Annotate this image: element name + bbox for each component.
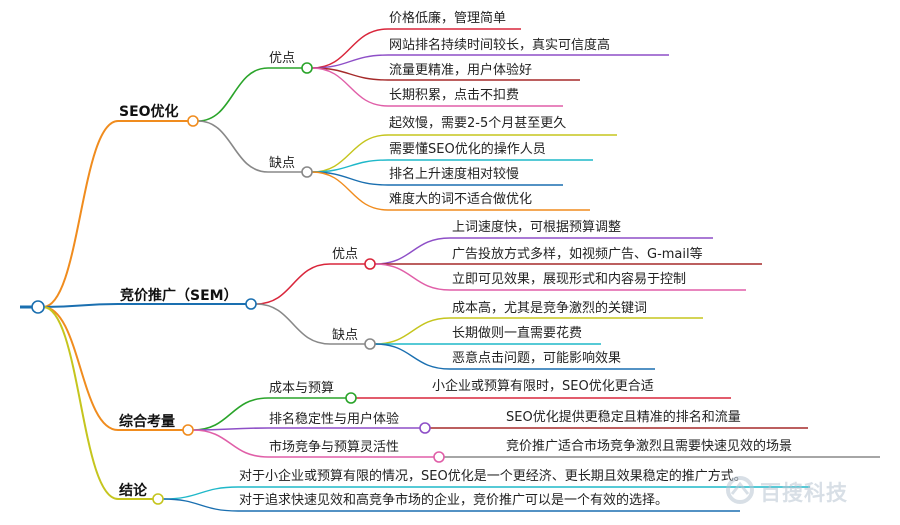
sub-branch-connector [192, 397, 269, 431]
seo-pro-item: 长期积累，点击不扣费 [389, 88, 520, 103]
consideration-market-label: 市场竞争与预算灵活性 [269, 440, 400, 455]
sem-con-item: 成本高，尤其是竞争激烈的关键词 [452, 301, 648, 316]
branch-sem-label: 竞价推广（SEM） [120, 288, 238, 304]
branch-conclusion-label: 结论 [119, 483, 147, 499]
main-branch-connector [42, 303, 119, 308]
branch-toggle-node[interactable] [187, 115, 199, 127]
sub-branch-connector [255, 303, 331, 345]
seo-pro-item: 网站排名持续时间较长，真实可信度高 [389, 38, 611, 53]
leaf-connector [374, 237, 451, 265]
branch-consideration-label: 综合考量 [119, 414, 175, 430]
sub-toggle-node[interactable] [433, 451, 445, 463]
brand-watermark: 百搜科技 [724, 474, 894, 506]
leaf-connector [311, 171, 389, 211]
main-branch-connector [42, 306, 119, 500]
leaf-connector [311, 67, 389, 81]
seo-con-item: 难度大的词不适合做优化 [389, 192, 533, 207]
leaf-connector [311, 159, 389, 173]
brand-watermark-text: 百搜科技 [760, 481, 848, 505]
sub-branch-connector [192, 429, 269, 458]
seo-pro-item: 价格低廉，管理简单 [389, 11, 507, 26]
consideration-cost-label: 成本与预算 [269, 381, 335, 396]
root-node[interactable] [31, 300, 45, 314]
sub-branch-connector [255, 263, 331, 305]
sem-pro-item: 立即可见效果，展现形式和内容易于控制 [452, 272, 687, 287]
seo-con-item: 需要懂SEO优化的操作人员 [389, 142, 546, 157]
sub-toggle-node[interactable] [364, 258, 376, 270]
consideration-cost-item: 小企业或预算有限时，SEO优化更合适 [432, 379, 654, 394]
seo-con-item: 起效慢，需要2-5个月甚至更久 [389, 116, 567, 131]
sem-pro-item: 上词速度快，可根据预算调整 [452, 220, 622, 235]
leaf-connector [162, 486, 239, 500]
leaf-connector [162, 498, 239, 512]
branch-seo-label: SEO优化 [119, 104, 179, 120]
leaf-connector [374, 317, 451, 345]
sub-toggle-node[interactable] [419, 422, 431, 434]
sem-con-item: 长期做则一直需要花费 [452, 326, 583, 341]
conclusion-item: 对于追求快速见效和高竞争市场的企业，竞价推广可以是一个有效的选择。 [239, 493, 669, 508]
sem-con-item: 恶意点击问题，可能影响效果 [452, 351, 622, 366]
leaf-connector [374, 343, 451, 370]
seo-con-item: 排名上升速度相对较慢 [389, 167, 520, 182]
seo-pro-item: 流量更精准，用户体验好 [389, 63, 533, 78]
consideration-ranking-label: 排名稳定性与用户体验 [269, 412, 400, 427]
main-branch-connector [42, 306, 119, 431]
leaf-connector [374, 263, 451, 291]
leaf-connector [311, 67, 389, 107]
sem-pro-item: 广告投放方式多样，如视频广告、G-mail等 [452, 247, 703, 262]
branch-toggle-node[interactable] [182, 424, 194, 436]
main-branch-connector [42, 120, 119, 308]
conclusion-item: 对于小企业或预算有限的情况，SEO优化是一个更经济、更长期且效果稳定的推广方式。 [239, 469, 747, 484]
consideration-ranking-item: SEO优化提供更稳定且精准的排名和流量 [506, 410, 741, 425]
leaf-connector [311, 171, 389, 186]
seo-pros-label: 优点 [269, 51, 296, 66]
sub-branch-connector [197, 120, 269, 173]
sub-branch-connector [197, 67, 269, 122]
brand-logo-icon [726, 476, 754, 504]
leaf-connector [311, 134, 389, 173]
sem-cons-label: 缺点 [332, 328, 359, 343]
consideration-market-item: 竞价推广适合市场竞争激烈且需要快速见效的场景 [506, 439, 793, 454]
leaf-connector [311, 54, 389, 69]
sub-toggle-node[interactable] [364, 338, 376, 350]
sub-toggle-node[interactable] [345, 392, 357, 404]
sem-pros-label: 优点 [332, 247, 359, 262]
branch-toggle-node[interactable] [152, 493, 164, 505]
leaf-connector [311, 28, 389, 69]
branch-toggle-node[interactable] [245, 298, 257, 310]
sub-toggle-node[interactable] [301, 166, 313, 178]
seo-cons-label: 缺点 [269, 156, 296, 171]
sub-toggle-node[interactable] [301, 62, 313, 74]
